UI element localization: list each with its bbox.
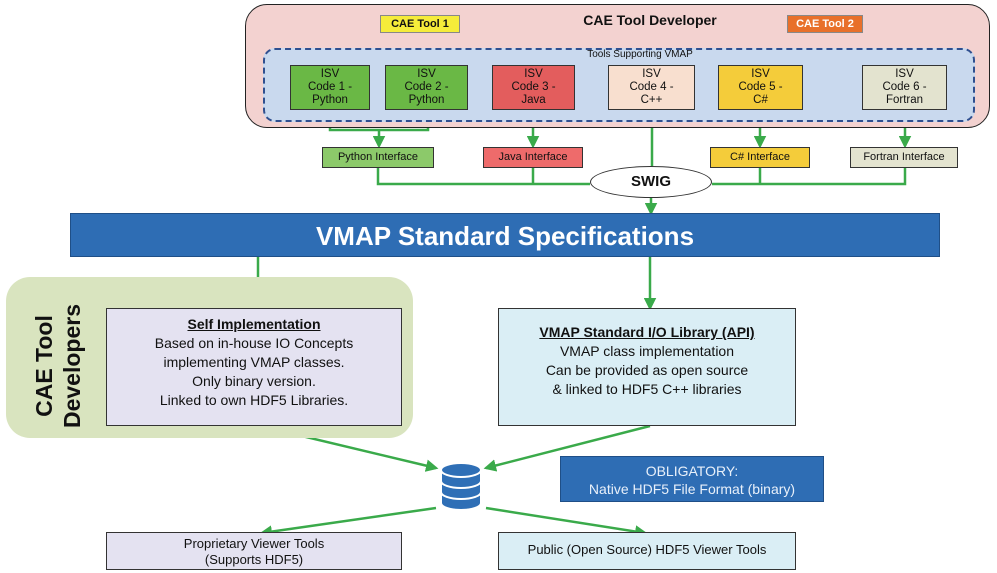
isv-line: ISV [642, 68, 661, 80]
isv-line: ISV [524, 68, 543, 80]
self-impl-line: Linked to own HDF5 Libraries. [159, 392, 349, 408]
isv-line: Code 1 - [307, 81, 353, 93]
api-line: VMAP class implementation [559, 343, 735, 359]
db-to-right-viewer [485, 506, 648, 538]
isv-line: ISV [320, 68, 340, 80]
cae-tool-developers-label: CAE Tool Developers [30, 274, 90, 458]
developer-title: CAE Tool Developer [583, 12, 717, 28]
obligatory-format: Native HDF5 File Format (binary) [588, 481, 796, 497]
public-viewer-box: Public (Open Source) HDF5 Viewer Tools [498, 532, 796, 570]
db-to-left-viewer [259, 506, 437, 538]
isv-line: ISV [417, 68, 436, 80]
swig-ellipse: SWIG [590, 166, 712, 198]
api-title: VMAP Standard I/O Library (API) [539, 324, 755, 340]
java-interface-box: Java Interface [483, 147, 583, 168]
api-line: & linked to HDF5 C++ libraries [552, 381, 742, 397]
self-impl-line: implementing VMAP classes. [163, 354, 345, 370]
proprietary-viewer-note: (Supports HDF5) [204, 552, 304, 567]
proprietary-viewer-label: Proprietary Viewer Tools [183, 536, 325, 551]
isv-line: Java [521, 94, 546, 106]
obligatory-title: OBLIGATORY: [645, 463, 739, 479]
cae-tool-1-tag: CAE Tool 1 [380, 15, 460, 33]
cae-label-line: CAE Tool [31, 315, 57, 417]
vmap-io-library-box: VMAP Standard I/O Library (API) VMAP cla… [498, 308, 796, 426]
isv-line: Code 5 - [738, 81, 783, 93]
isv-code-1-box: ISV Code 1 - Python [290, 65, 370, 110]
isv-line: Code 2 - [404, 81, 449, 93]
isv-line: Python [312, 94, 348, 106]
isv-line: Fortran [885, 94, 924, 106]
api-to-db [483, 424, 651, 472]
isv-line: Code 3 - [511, 81, 556, 93]
proprietary-viewer-box: Proprietary Viewer Tools (Supports HDF5) [106, 532, 402, 570]
isv-line: Python [408, 94, 445, 106]
cae-label-line: Developers [59, 304, 85, 429]
self-implementation-box: Self Implementation Based on in-house IO… [106, 308, 402, 426]
fortran-interface-box: Fortran Interface [850, 147, 958, 168]
python-interface-box: Python Interface [322, 147, 434, 168]
isv-code-4-box: ISV Code 4 - C++ [608, 65, 695, 110]
isv-code-5-box: ISV Code 5 - C# [718, 65, 803, 110]
fortran-to-swig [712, 168, 907, 186]
isv-code-2-box: ISV Code 2 - Python [385, 65, 468, 110]
api-line: Can be provided as open source [545, 362, 749, 378]
vmap-standard-specifications-bar: VMAP Standard Specifications [70, 213, 940, 257]
isv-line: ISV [751, 68, 770, 80]
self-implementation-title: Self Implementation [187, 316, 321, 332]
cae-tool-2-tag: CAE Tool 2 [787, 15, 863, 33]
isv-line: C++ [640, 94, 663, 106]
obligatory-box: OBLIGATORY: Native HDF5 File Format (bin… [560, 456, 824, 502]
isv-code-6-box: ISV Code 6 - Fortran [862, 65, 947, 110]
isv-line: Code 4 - [629, 81, 674, 93]
isv-line: Code 6 - [882, 81, 927, 93]
isv-code-3-box: ISV Code 3 - Java [492, 65, 575, 110]
isv-line: ISV [895, 68, 914, 80]
self-impl-line: Only binary version. [192, 373, 316, 389]
isv-line: C# [753, 94, 768, 106]
group-label: Tools Supporting VMAP [587, 49, 693, 60]
csharp-interface-box: C# Interface [710, 147, 810, 168]
database-icon [440, 462, 482, 511]
python-to-swig [376, 168, 590, 186]
self-impl-line: Based on in-house IO Concepts [154, 335, 354, 351]
